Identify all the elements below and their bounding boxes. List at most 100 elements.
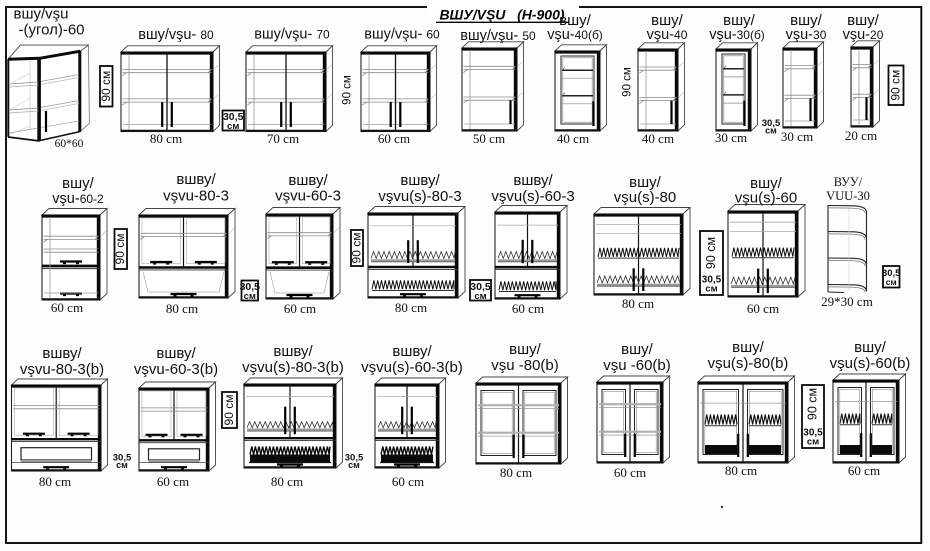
svg-text:vşvu(s)-60-3(b): vşvu(s)-60-3(b) bbox=[361, 359, 463, 376]
svg-text:см: см bbox=[348, 460, 360, 470]
svg-text:вшу/: вшу/ bbox=[559, 12, 592, 29]
svg-text:vşu(s)-80: vşu(s)-80 bbox=[614, 189, 677, 206]
svg-text:90 см: 90 см bbox=[99, 71, 113, 102]
svg-text:вшу/: вшу/ bbox=[732, 339, 765, 356]
svg-text:vşu-40: vşu-40 bbox=[647, 27, 688, 43]
svg-text:70 cm: 70 cm bbox=[267, 131, 299, 146]
svg-text:вшу/vşu- 70: вшу/vşu- 70 bbox=[254, 27, 330, 43]
svg-text:вшву/: вшву/ bbox=[513, 172, 553, 189]
svg-text:90 см: 90 см bbox=[622, 67, 634, 97]
svg-text:vşu-30: vşu-30 bbox=[786, 27, 827, 43]
svg-text:вшу/vşu- 50: вшу/vşu- 50 bbox=[460, 28, 536, 44]
svg-text:vşvu(s)-60-3: vşvu(s)-60-3 bbox=[491, 188, 574, 205]
svg-text:вшву/: вшву/ bbox=[392, 343, 432, 360]
svg-text:см: см bbox=[807, 437, 819, 448]
svg-text:60*60: 60*60 bbox=[55, 138, 84, 150]
svg-text:вшву/: вшву/ bbox=[156, 345, 196, 362]
svg-text:60 cm: 60 cm bbox=[747, 301, 779, 316]
svg-text:60 cm: 60 cm bbox=[512, 301, 544, 316]
svg-text:ВУУ/: ВУУ/ bbox=[834, 175, 863, 189]
svg-text:80 cm: 80 cm bbox=[271, 474, 303, 489]
svg-text:90 см: 90 см bbox=[342, 75, 354, 105]
svg-text:80 cm: 80 cm bbox=[622, 296, 654, 311]
svg-text:80 cm: 80 cm bbox=[39, 474, 71, 489]
svg-text:30,5: 30,5 bbox=[345, 453, 364, 464]
svg-text:80 cm: 80 cm bbox=[725, 463, 757, 478]
svg-text:90 см: 90 см bbox=[222, 395, 236, 426]
svg-text:см: см bbox=[765, 126, 777, 136]
svg-text:vşu-30(б): vşu-30(б) bbox=[709, 27, 765, 43]
svg-text:vşu -60(b): vşu -60(b) bbox=[603, 357, 671, 374]
svg-text:вшу/: вшу/ bbox=[723, 12, 756, 29]
svg-text:вшву/: вшву/ bbox=[273, 343, 313, 360]
svg-text:см: см bbox=[705, 284, 717, 295]
svg-text:см: см bbox=[474, 291, 486, 302]
svg-text:60 cm: 60 cm bbox=[284, 301, 316, 316]
svg-text:VUU-30: VUU-30 bbox=[826, 189, 870, 203]
svg-text:vşvu-60-3: vşvu-60-3 bbox=[275, 188, 341, 205]
svg-text:30,5: 30,5 bbox=[470, 281, 491, 293]
svg-text:см: см bbox=[227, 121, 239, 132]
svg-text:вшу/: вшу/ bbox=[750, 175, 783, 192]
svg-text:60 cm: 60 cm bbox=[614, 465, 646, 480]
svg-text:50 cm: 50 cm bbox=[473, 131, 505, 146]
svg-text:см: см bbox=[244, 291, 256, 302]
svg-text:60 cm: 60 cm bbox=[378, 131, 410, 146]
svg-text:90 см: 90 см bbox=[704, 237, 718, 269]
svg-text:вшу/vşu: вшу/vşu bbox=[13, 6, 68, 23]
svg-text:90 см: 90 см bbox=[806, 388, 820, 420]
svg-text:вшу/: вшу/ bbox=[651, 12, 684, 29]
svg-text:vşvu-80-3(b): vşvu-80-3(b) bbox=[20, 361, 104, 378]
svg-text:29*30 cm: 29*30 cm bbox=[821, 294, 873, 309]
svg-text:30,5: 30,5 bbox=[223, 111, 244, 123]
svg-text:ВШУ/VŞU (Н-900): ВШУ/VŞU (Н-900) bbox=[439, 7, 564, 23]
svg-text:вшву/: вшву/ bbox=[400, 172, 440, 189]
svg-text:вшву/: вшву/ bbox=[288, 172, 328, 189]
svg-text:вшву/: вшву/ bbox=[176, 171, 216, 188]
svg-text:вшу/vşu- 60: вшу/vşu- 60 bbox=[364, 27, 440, 43]
svg-text:90 см: 90 см bbox=[350, 233, 364, 264]
svg-text:80 cm: 80 cm bbox=[166, 301, 198, 316]
svg-text:вшу/vşu- 80: вшу/vşu- 80 bbox=[138, 27, 214, 43]
svg-text:vşvu(s)-80-3(b): vşvu(s)-80-3(b) bbox=[242, 359, 344, 376]
svg-text:вшу/: вшу/ bbox=[629, 174, 662, 191]
svg-text:vşu(s)-60(b): vşu(s)-60(b) bbox=[830, 355, 911, 372]
svg-text:vşvu-60-3(b): vşvu-60-3(b) bbox=[134, 361, 218, 378]
svg-text:60 cm: 60 cm bbox=[51, 300, 83, 315]
svg-text:60 cm: 60 cm bbox=[392, 474, 424, 489]
svg-text:80 cm: 80 cm bbox=[150, 131, 182, 146]
svg-text:vşu(s)-60: vşu(s)-60 bbox=[735, 190, 798, 207]
svg-text:vşu(s)-80(b): vşu(s)-80(b) bbox=[708, 355, 789, 372]
svg-text:40 cm: 40 cm bbox=[557, 131, 589, 146]
svg-text:вшу/: вшу/ bbox=[847, 12, 880, 29]
svg-text:vşvu(s)-80-3: vşvu(s)-80-3 bbox=[378, 188, 461, 205]
svg-text:vşu-40(б): vşu-40(б) bbox=[547, 27, 603, 43]
svg-text:40 cm: 40 cm bbox=[642, 131, 674, 146]
svg-text:80 cm: 80 cm bbox=[395, 300, 427, 315]
svg-text:30 cm: 30 cm bbox=[781, 129, 813, 144]
svg-text:вшу/: вшу/ bbox=[62, 175, 95, 192]
svg-text:30,5: 30,5 bbox=[882, 268, 901, 279]
svg-text:30 cm: 30 cm bbox=[715, 130, 747, 145]
svg-text:vşu-20: vşu-20 bbox=[843, 27, 884, 43]
svg-text:вшу/: вшу/ bbox=[854, 339, 887, 356]
svg-text:90 см: 90 см bbox=[889, 70, 903, 101]
svg-text:30,5: 30,5 bbox=[240, 281, 261, 293]
svg-text:вшу/: вшу/ bbox=[790, 12, 823, 29]
svg-text:см: см bbox=[116, 460, 128, 470]
svg-text:30,5: 30,5 bbox=[702, 275, 722, 286]
svg-text:80 cm: 80 cm bbox=[500, 465, 532, 480]
svg-text:90 см: 90 см bbox=[113, 234, 127, 265]
svg-text:vşu -80(b): vşu -80(b) bbox=[491, 357, 559, 374]
svg-text:см: см bbox=[886, 277, 897, 287]
svg-text:vşu-60-2: vşu-60-2 bbox=[52, 191, 104, 207]
svg-text:20 cm: 20 cm bbox=[845, 128, 877, 143]
svg-text:60 cm: 60 cm bbox=[848, 463, 880, 478]
svg-text:вшву/: вшву/ bbox=[42, 345, 82, 362]
svg-text:60 cm: 60 cm bbox=[157, 474, 189, 489]
svg-text:30,5: 30,5 bbox=[762, 118, 781, 129]
svg-text:-(угол)-60: -(угол)-60 bbox=[18, 22, 84, 39]
svg-text:30,5: 30,5 bbox=[113, 453, 132, 464]
svg-text:vşvu-80-3: vşvu-80-3 bbox=[163, 188, 229, 205]
svg-text:30,5: 30,5 bbox=[803, 428, 823, 439]
